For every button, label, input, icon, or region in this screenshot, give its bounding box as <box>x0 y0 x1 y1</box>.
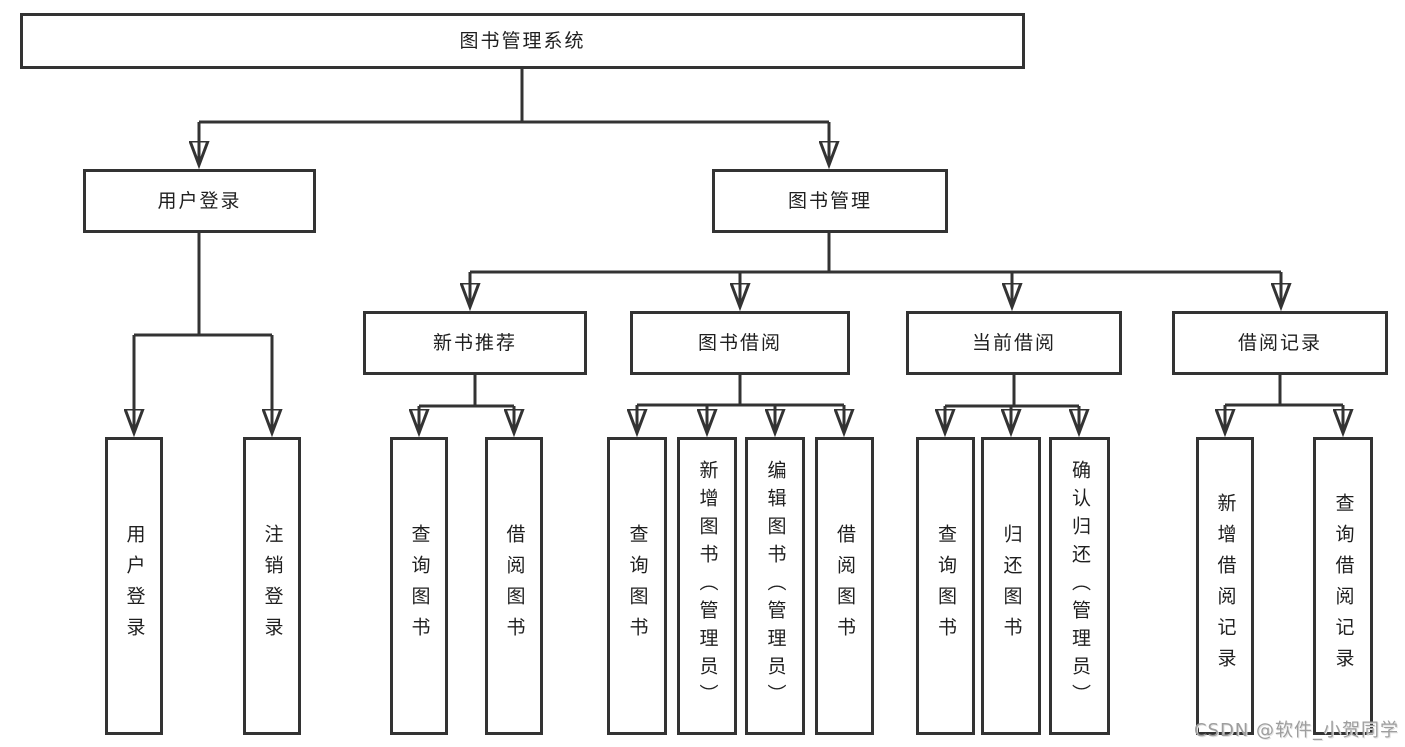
leaf-logout: 注销登录 <box>243 437 301 735</box>
leaf-add-book-admin: 新增图书（管理员） <box>677 437 737 735</box>
node-borrow-records: 借阅记录 <box>1172 311 1388 375</box>
leaf-recommend-query-book: 查询图书 <box>390 437 448 735</box>
leaf-query-borrow-record: 查询借阅记录 <box>1313 437 1373 735</box>
leaf-borrow-book: 借阅图书 <box>815 437 874 735</box>
leaf-recommend-borrow-book: 借阅图书 <box>485 437 543 735</box>
leaf-confirm-return-admin: 确认归还（管理员） <box>1049 437 1110 735</box>
leaf-add-borrow-record: 新增借阅记录 <box>1196 437 1254 735</box>
leaf-borrow-query-book: 查询图书 <box>607 437 667 735</box>
edge-book-borrow-bus <box>637 375 844 407</box>
leaf-user-login: 用户登录 <box>105 437 163 735</box>
node-new-book-recommend: 新书推荐 <box>363 311 587 375</box>
node-user-login: 用户登录 <box>83 169 316 233</box>
edge-current-borrow-bus <box>945 375 1079 408</box>
edge-book-management-bus <box>470 233 1281 274</box>
node-current-borrow: 当前借阅 <box>906 311 1122 375</box>
edge-borrow-records-bus <box>1225 375 1343 407</box>
leaf-return-book: 归还图书 <box>981 437 1041 735</box>
edge-user-login-bus <box>134 233 272 337</box>
leaf-current-query-book: 查询图书 <box>916 437 975 735</box>
node-library-management-system: 图书管理系统 <box>20 13 1025 69</box>
edge-root-bus <box>199 69 829 124</box>
node-book-borrow: 图书借阅 <box>630 311 850 375</box>
leaf-edit-book-admin: 编辑图书（管理员） <box>745 437 805 735</box>
node-book-management: 图书管理 <box>712 169 948 233</box>
csdn-watermark: CSDN @软件_小贺同学 <box>1193 720 1399 741</box>
edge-new-book-bus <box>419 375 514 408</box>
